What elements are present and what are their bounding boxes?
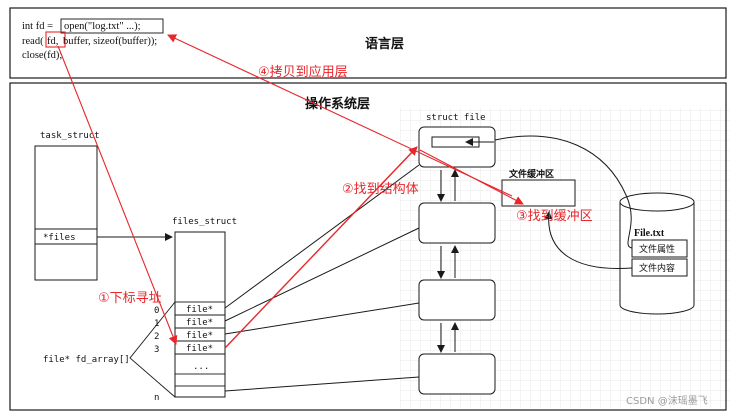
step3-label: ③找到缓冲区 bbox=[516, 209, 593, 224]
file-attr-label: 文件属性 bbox=[639, 243, 675, 255]
fd-highlight-box bbox=[45, 31, 66, 48]
struct-file-box-3 bbox=[418, 279, 496, 321]
code-line-2-fd: fd, bbox=[47, 36, 58, 47]
step1-arrow bbox=[57, 45, 178, 345]
watermark: CSDN @沫瑶墨飞 bbox=[626, 395, 708, 407]
step4-label: ④拷贝到应用层 bbox=[258, 64, 348, 80]
code-line-1-prefix: int fd = bbox=[22, 21, 53, 32]
fd-index-3: 3 bbox=[154, 345, 159, 355]
struct-file-label: struct file bbox=[426, 113, 486, 123]
fd-index-0: 0 bbox=[154, 306, 159, 316]
disk-file-cylinder bbox=[619, 192, 695, 315]
language-layer-title: 语言层 bbox=[365, 36, 404, 52]
fd-array-label: file* fd_array[] bbox=[43, 355, 130, 365]
code-line-3: close(fd); bbox=[22, 50, 62, 61]
disk-file-name: File.txt bbox=[634, 228, 665, 239]
file-content-label: 文件内容 bbox=[639, 262, 675, 274]
open-call-highlight bbox=[60, 18, 164, 34]
code-line-2-prefix: read( bbox=[22, 36, 44, 47]
file-buffer-box bbox=[501, 179, 576, 207]
language-layer-frame bbox=[9, 7, 727, 79]
task-struct-label: task_struct bbox=[40, 131, 100, 141]
fd-index-2: 2 bbox=[154, 332, 159, 342]
files-struct-box bbox=[174, 231, 226, 398]
struct-file-to-attr-curve bbox=[494, 135, 633, 249]
file-attr-box bbox=[631, 239, 688, 258]
step2-arrow bbox=[224, 146, 418, 349]
fd-index-n: n bbox=[154, 393, 159, 403]
os-layer-frame bbox=[9, 82, 727, 411]
file-buffer-label: 文件缓冲区 bbox=[508, 168, 554, 180]
os-layer-title: 操作系统层 bbox=[305, 96, 370, 112]
fd-slot-ellipsis-text: ... bbox=[193, 362, 209, 372]
fd-to-struct-file-lines bbox=[224, 164, 420, 392]
code-line-2-rest: buffer, sizeof(buffer)); bbox=[63, 36, 157, 47]
struct-file-box-4 bbox=[418, 353, 496, 395]
fd-slot-ellipsis bbox=[174, 353, 226, 375]
struct-file-box-2 bbox=[418, 202, 496, 244]
file-content-box bbox=[631, 258, 688, 277]
step1-label: ①下标寻址 bbox=[98, 291, 162, 306]
fd-slot-2-text: file* bbox=[186, 331, 213, 341]
step4-arrow bbox=[167, 34, 513, 197]
fd-slot-n bbox=[174, 385, 226, 398]
task-struct-files-field: *files bbox=[43, 233, 76, 243]
fd-slot-1-text: file* bbox=[186, 318, 213, 328]
content-to-buffer-curve bbox=[544, 211, 633, 270]
code-line-1-call: open("log.txt" ...); bbox=[64, 21, 141, 32]
files-struct-label: files_struct bbox=[172, 217, 237, 227]
task-struct-box bbox=[34, 145, 98, 281]
struct-file-links bbox=[437, 169, 459, 353]
fd-array-brace bbox=[129, 301, 176, 398]
step2-label: ②找到结构体 bbox=[342, 182, 419, 197]
fd-index-1: 1 bbox=[154, 319, 159, 329]
fd-slot-3-text: file* bbox=[186, 344, 213, 354]
code-block: int fd = open("log.txt" ...); read( fd, … bbox=[22, 18, 164, 61]
fd-slot-0-text: file* bbox=[186, 305, 213, 315]
